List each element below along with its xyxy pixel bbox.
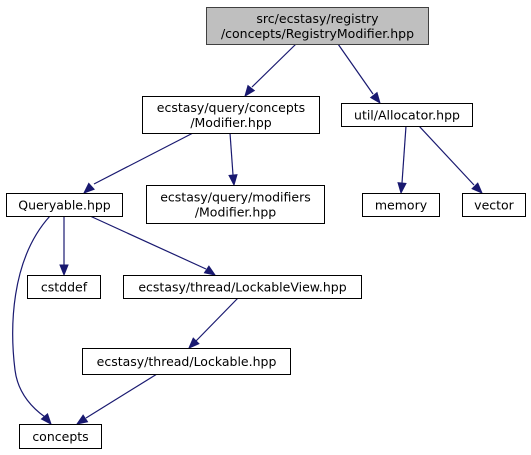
node-label: concepts bbox=[32, 429, 88, 444]
edge-arrowhead bbox=[188, 337, 200, 349]
node-box bbox=[462, 193, 526, 217]
edges-layer bbox=[12, 43, 483, 426]
node-registry-modifier: src/ecstasy/registry/concepts/RegistryMo… bbox=[206, 7, 429, 45]
node-box bbox=[19, 424, 102, 449]
node-box bbox=[362, 193, 440, 217]
edge-allocator-to-vector bbox=[418, 125, 483, 194]
edge-queryable-to-concepts bbox=[12, 215, 52, 426]
edge-line bbox=[85, 373, 158, 419]
node-label: /concepts/RegistryModifier.hpp bbox=[221, 26, 414, 41]
node-label: cstddef bbox=[41, 280, 88, 295]
node-label: /Modifier.hpp bbox=[190, 115, 271, 130]
node-box bbox=[146, 185, 325, 224]
edge-registry_modifier-to-query_modifier bbox=[244, 43, 297, 98]
edge-query_modifier-to-queryable bbox=[82, 132, 194, 194]
edge-line bbox=[401, 125, 407, 184]
node-memory[interactable]: memory bbox=[362, 193, 440, 217]
node-box bbox=[6, 193, 123, 217]
edge-line bbox=[337, 43, 374, 95]
edge-arrowhead bbox=[471, 182, 483, 194]
edge-arrowhead bbox=[244, 84, 256, 98]
node-box bbox=[27, 275, 101, 299]
node-box bbox=[206, 7, 429, 45]
nodes-layer: src/ecstasy/registry/concepts/RegistryMo… bbox=[6, 7, 526, 449]
node-box bbox=[341, 103, 473, 127]
node-label: ecstasy/query/modifiers bbox=[160, 190, 311, 205]
edge-lockable_view-to-lockable bbox=[188, 297, 239, 349]
edge-arrowhead bbox=[369, 91, 381, 105]
node-label: memory bbox=[375, 198, 428, 213]
node-queryable[interactable]: Queryable.hpp bbox=[6, 193, 123, 217]
edge-query_modifier-to-modifiers_modifier bbox=[228, 132, 238, 187]
node-lockable[interactable]: ecstasy/thread/Lockable.hpp bbox=[82, 348, 291, 375]
edge-line bbox=[89, 215, 207, 270]
node-label: ecstasy/thread/Lockable.hpp bbox=[97, 354, 277, 369]
edge-line bbox=[12, 215, 51, 418]
node-modifiers-modifier[interactable]: ecstasy/query/modifiers/Modifier.hpp bbox=[146, 185, 325, 224]
node-allocator[interactable]: util/Allocator.hpp bbox=[341, 103, 473, 127]
node-label: util/Allocator.hpp bbox=[354, 108, 460, 123]
node-box bbox=[123, 275, 362, 299]
edge-line bbox=[93, 132, 194, 185]
edge-arrowhead bbox=[228, 174, 238, 187]
edge-line bbox=[229, 132, 234, 176]
node-query-modifier[interactable]: ecstasy/query/concepts/Modifier.hpp bbox=[142, 96, 320, 134]
node-vector[interactable]: vector bbox=[462, 193, 526, 217]
node-box bbox=[142, 96, 320, 134]
edge-arrowhead bbox=[40, 412, 52, 426]
edge-line bbox=[251, 43, 297, 88]
edge-lockable-to-concepts bbox=[75, 373, 158, 425]
edge-line bbox=[418, 125, 475, 186]
edge-queryable-to-lockable_view bbox=[89, 215, 217, 276]
node-concepts[interactable]: concepts bbox=[19, 424, 102, 449]
node-cstddef[interactable]: cstddef bbox=[27, 275, 101, 299]
edge-registry_modifier-to-allocator bbox=[337, 43, 381, 105]
edge-arrowhead bbox=[397, 182, 407, 195]
edge-allocator-to-memory bbox=[397, 125, 407, 195]
node-box bbox=[82, 348, 291, 375]
edge-line bbox=[195, 297, 239, 342]
node-label: src/ecstasy/registry bbox=[256, 11, 379, 26]
node-label: /Modifier.hpp bbox=[195, 205, 276, 220]
node-label: ecstasy/thread/LockableView.hpp bbox=[138, 280, 346, 295]
node-label: vector bbox=[474, 198, 515, 213]
node-label: Queryable.hpp bbox=[18, 198, 111, 213]
node-label: ecstasy/query/concepts bbox=[157, 100, 305, 115]
edge-arrowhead bbox=[82, 182, 95, 194]
edge-arrowhead bbox=[203, 265, 217, 276]
edge-queryable-to-cstddef bbox=[59, 216, 69, 277]
edge-arrowhead bbox=[59, 264, 69, 277]
edge-arrowhead bbox=[75, 414, 89, 425]
node-lockable-view[interactable]: ecstasy/thread/LockableView.hpp bbox=[123, 275, 362, 299]
